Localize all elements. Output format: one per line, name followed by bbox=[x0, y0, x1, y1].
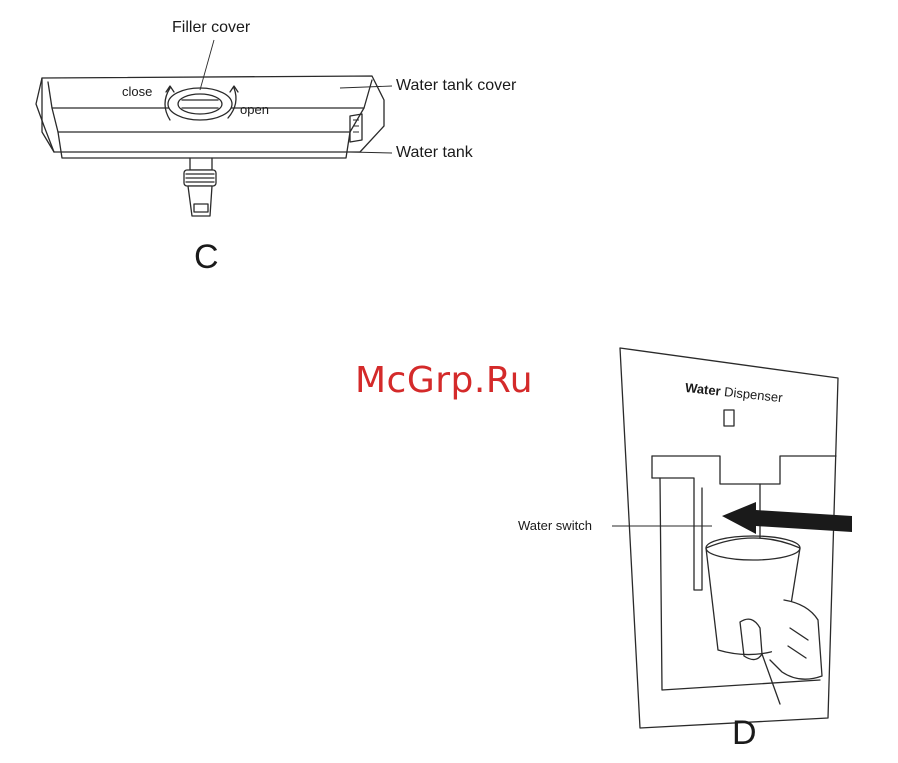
water-switch-label: Water switch bbox=[518, 518, 592, 533]
figure-d-label: D bbox=[732, 714, 757, 753]
